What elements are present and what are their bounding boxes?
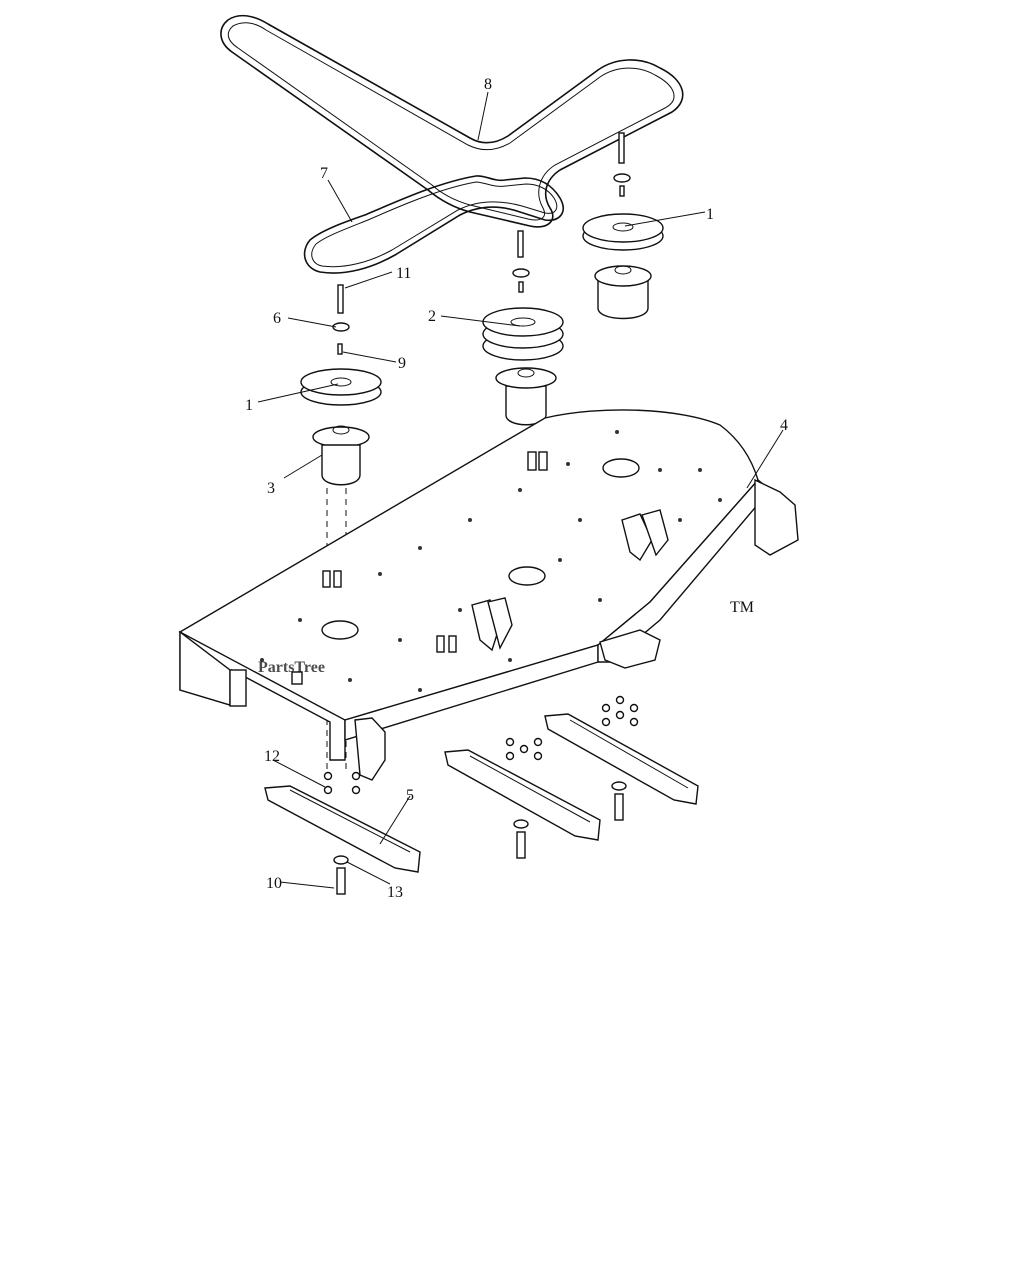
blade-bolts: [333, 781, 627, 895]
callout-1-left: 1: [245, 397, 253, 414]
callout-5: 5: [406, 787, 414, 804]
callout-6: 6: [273, 310, 281, 327]
spindle-assembly-left: [300, 284, 382, 486]
belt-8: [220, 14, 684, 228]
watermark-trademark: TM: [730, 599, 754, 616]
blade-right: [544, 713, 699, 805]
callout-2: 2: [428, 308, 436, 325]
deck-hardware: [323, 695, 639, 795]
blade-center: [444, 749, 601, 841]
callout-8: 8: [484, 76, 492, 93]
callout-12: 12: [264, 748, 280, 765]
leader-lines: [257, 91, 784, 889]
blade-left: [264, 785, 421, 873]
callout-3: 3: [267, 480, 275, 497]
callout-13: 13: [387, 884, 403, 901]
partstree-watermark: PartsTree: [258, 659, 325, 676]
callout-4: 4: [780, 417, 788, 434]
callout-11: 11: [396, 265, 411, 282]
callout-10: 10: [266, 875, 282, 892]
spindle-assembly-right: [582, 132, 664, 320]
spindle-assembly-center: [482, 230, 564, 426]
mower-deck: [178, 409, 799, 781]
callout-7: 7: [320, 165, 328, 182]
callouts: 8 7 1 11 2 6 9 1 4 3 12 5 10 13: [245, 76, 788, 901]
callout-1-top: 1: [706, 206, 714, 223]
callout-9: 9: [398, 355, 406, 372]
belt-7: [303, 175, 564, 274]
